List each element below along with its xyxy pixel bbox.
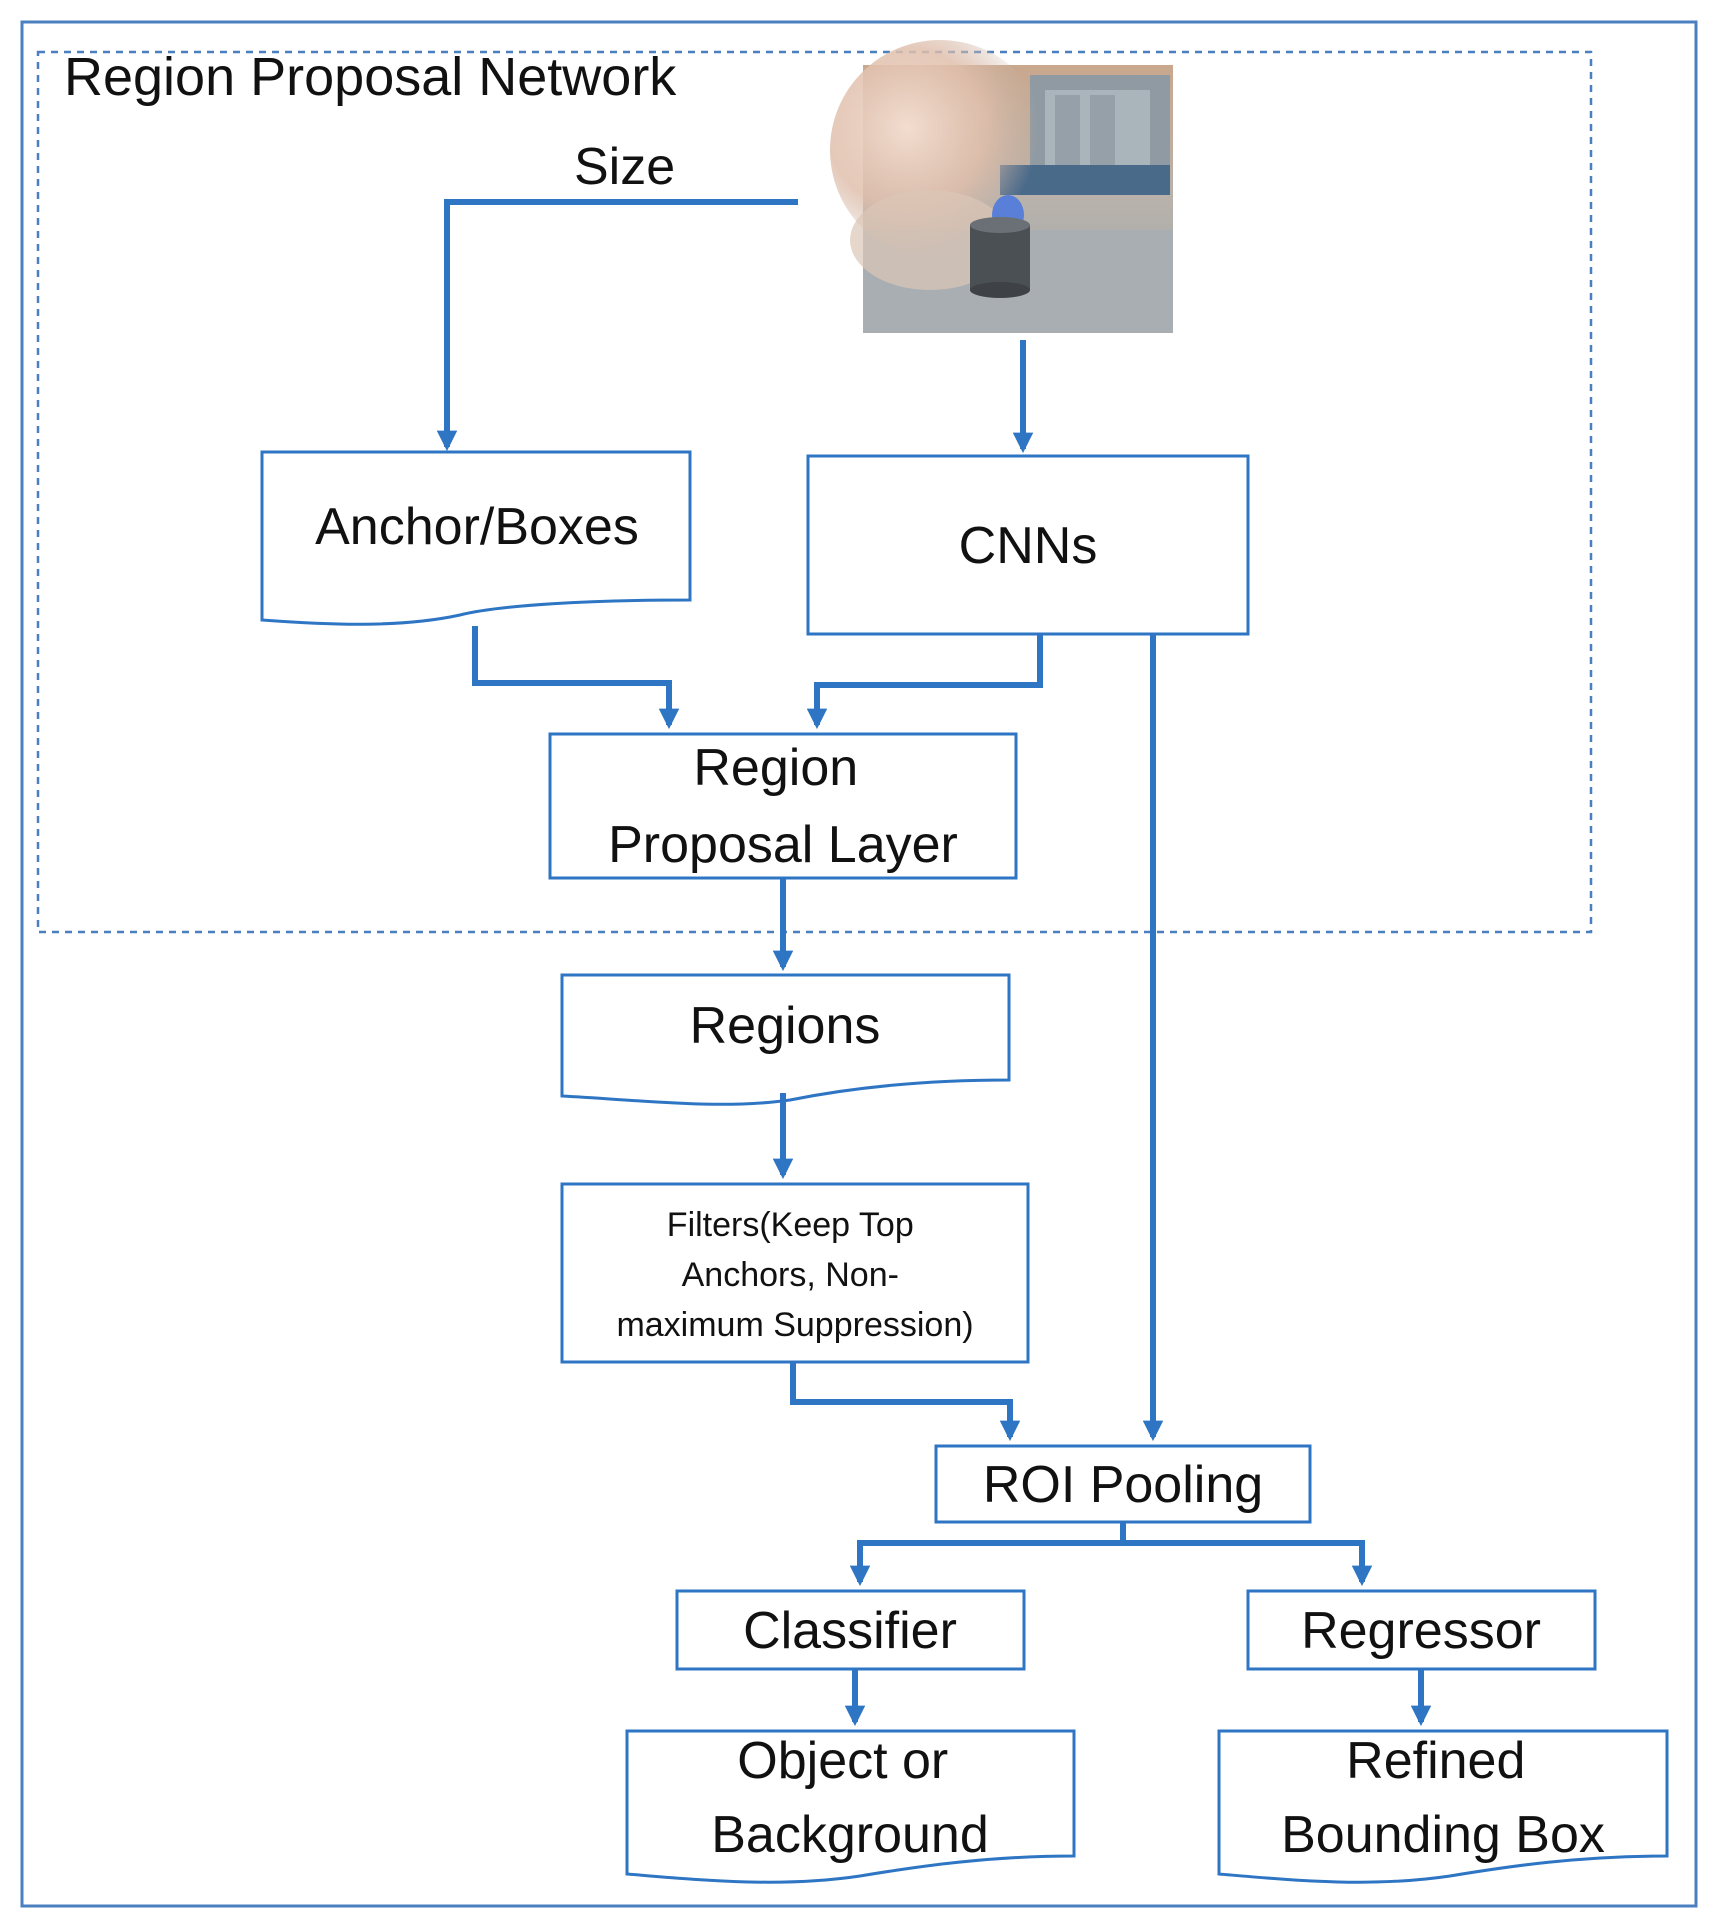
filters-to-roi-arrow xyxy=(790,1362,1021,1442)
classifier-label: Classifier xyxy=(743,1602,957,1660)
rbb-line-2: Bounding Box xyxy=(1281,1806,1605,1864)
cnns-node xyxy=(806,454,1250,636)
rpl-line-2: Proposal Layer xyxy=(608,816,958,874)
filters-line-1: Filters(Keep Top xyxy=(667,1206,914,1244)
refined-bounding-box-node xyxy=(1217,1729,1669,1884)
input-photo xyxy=(830,40,1173,333)
rpn-container xyxy=(36,50,1593,934)
object-or-background-node xyxy=(625,1729,1076,1884)
filters-label: Filters(Keep Top Anchors, Non- maximum S… xyxy=(616,1206,973,1344)
roi-to-regressor-arrow xyxy=(1123,1540,1373,1587)
filters-line-3: maximum Suppression) xyxy=(616,1306,973,1344)
rpl-line-1: Region xyxy=(693,739,858,797)
anchor-boxes-node xyxy=(260,450,692,626)
regions-node xyxy=(560,973,1011,1106)
rbb-line-1: Refined xyxy=(1346,1732,1525,1790)
filters-line-2: Anchors, Non- xyxy=(682,1256,899,1294)
refined-bounding-box-label: Refined Bounding Box xyxy=(1281,1732,1605,1864)
outer-frame xyxy=(20,20,1698,1908)
cnns-label: CNNs xyxy=(959,517,1098,575)
obg-line-2: Background xyxy=(711,1806,989,1864)
roi-to-classifier-arrow xyxy=(849,1540,1123,1587)
rpn-label: Region Proposal Network xyxy=(64,47,677,107)
filters-node xyxy=(560,1182,1030,1364)
roi-pooling-label: ROI Pooling xyxy=(983,1456,1263,1514)
region-proposal-layer-node xyxy=(548,732,1018,880)
regions-label: Regions xyxy=(690,997,881,1055)
object-or-background-label: Object or Background xyxy=(711,1732,989,1864)
regressor-label: Regressor xyxy=(1301,1602,1541,1660)
anchor-to-rpl-arrow xyxy=(472,626,680,730)
size-label: Size xyxy=(574,138,675,196)
region-proposal-layer-label: Region Proposal Layer xyxy=(608,739,958,874)
size-to-anchor-arrow xyxy=(436,199,798,452)
roi-pooling-node xyxy=(934,1444,1312,1524)
obg-line-1: Object or xyxy=(737,1732,948,1790)
anchor-boxes-label: Anchor/Boxes xyxy=(315,498,639,556)
cnns-to-rpl-arrow xyxy=(806,634,1043,730)
classifier-node xyxy=(675,1589,1026,1671)
